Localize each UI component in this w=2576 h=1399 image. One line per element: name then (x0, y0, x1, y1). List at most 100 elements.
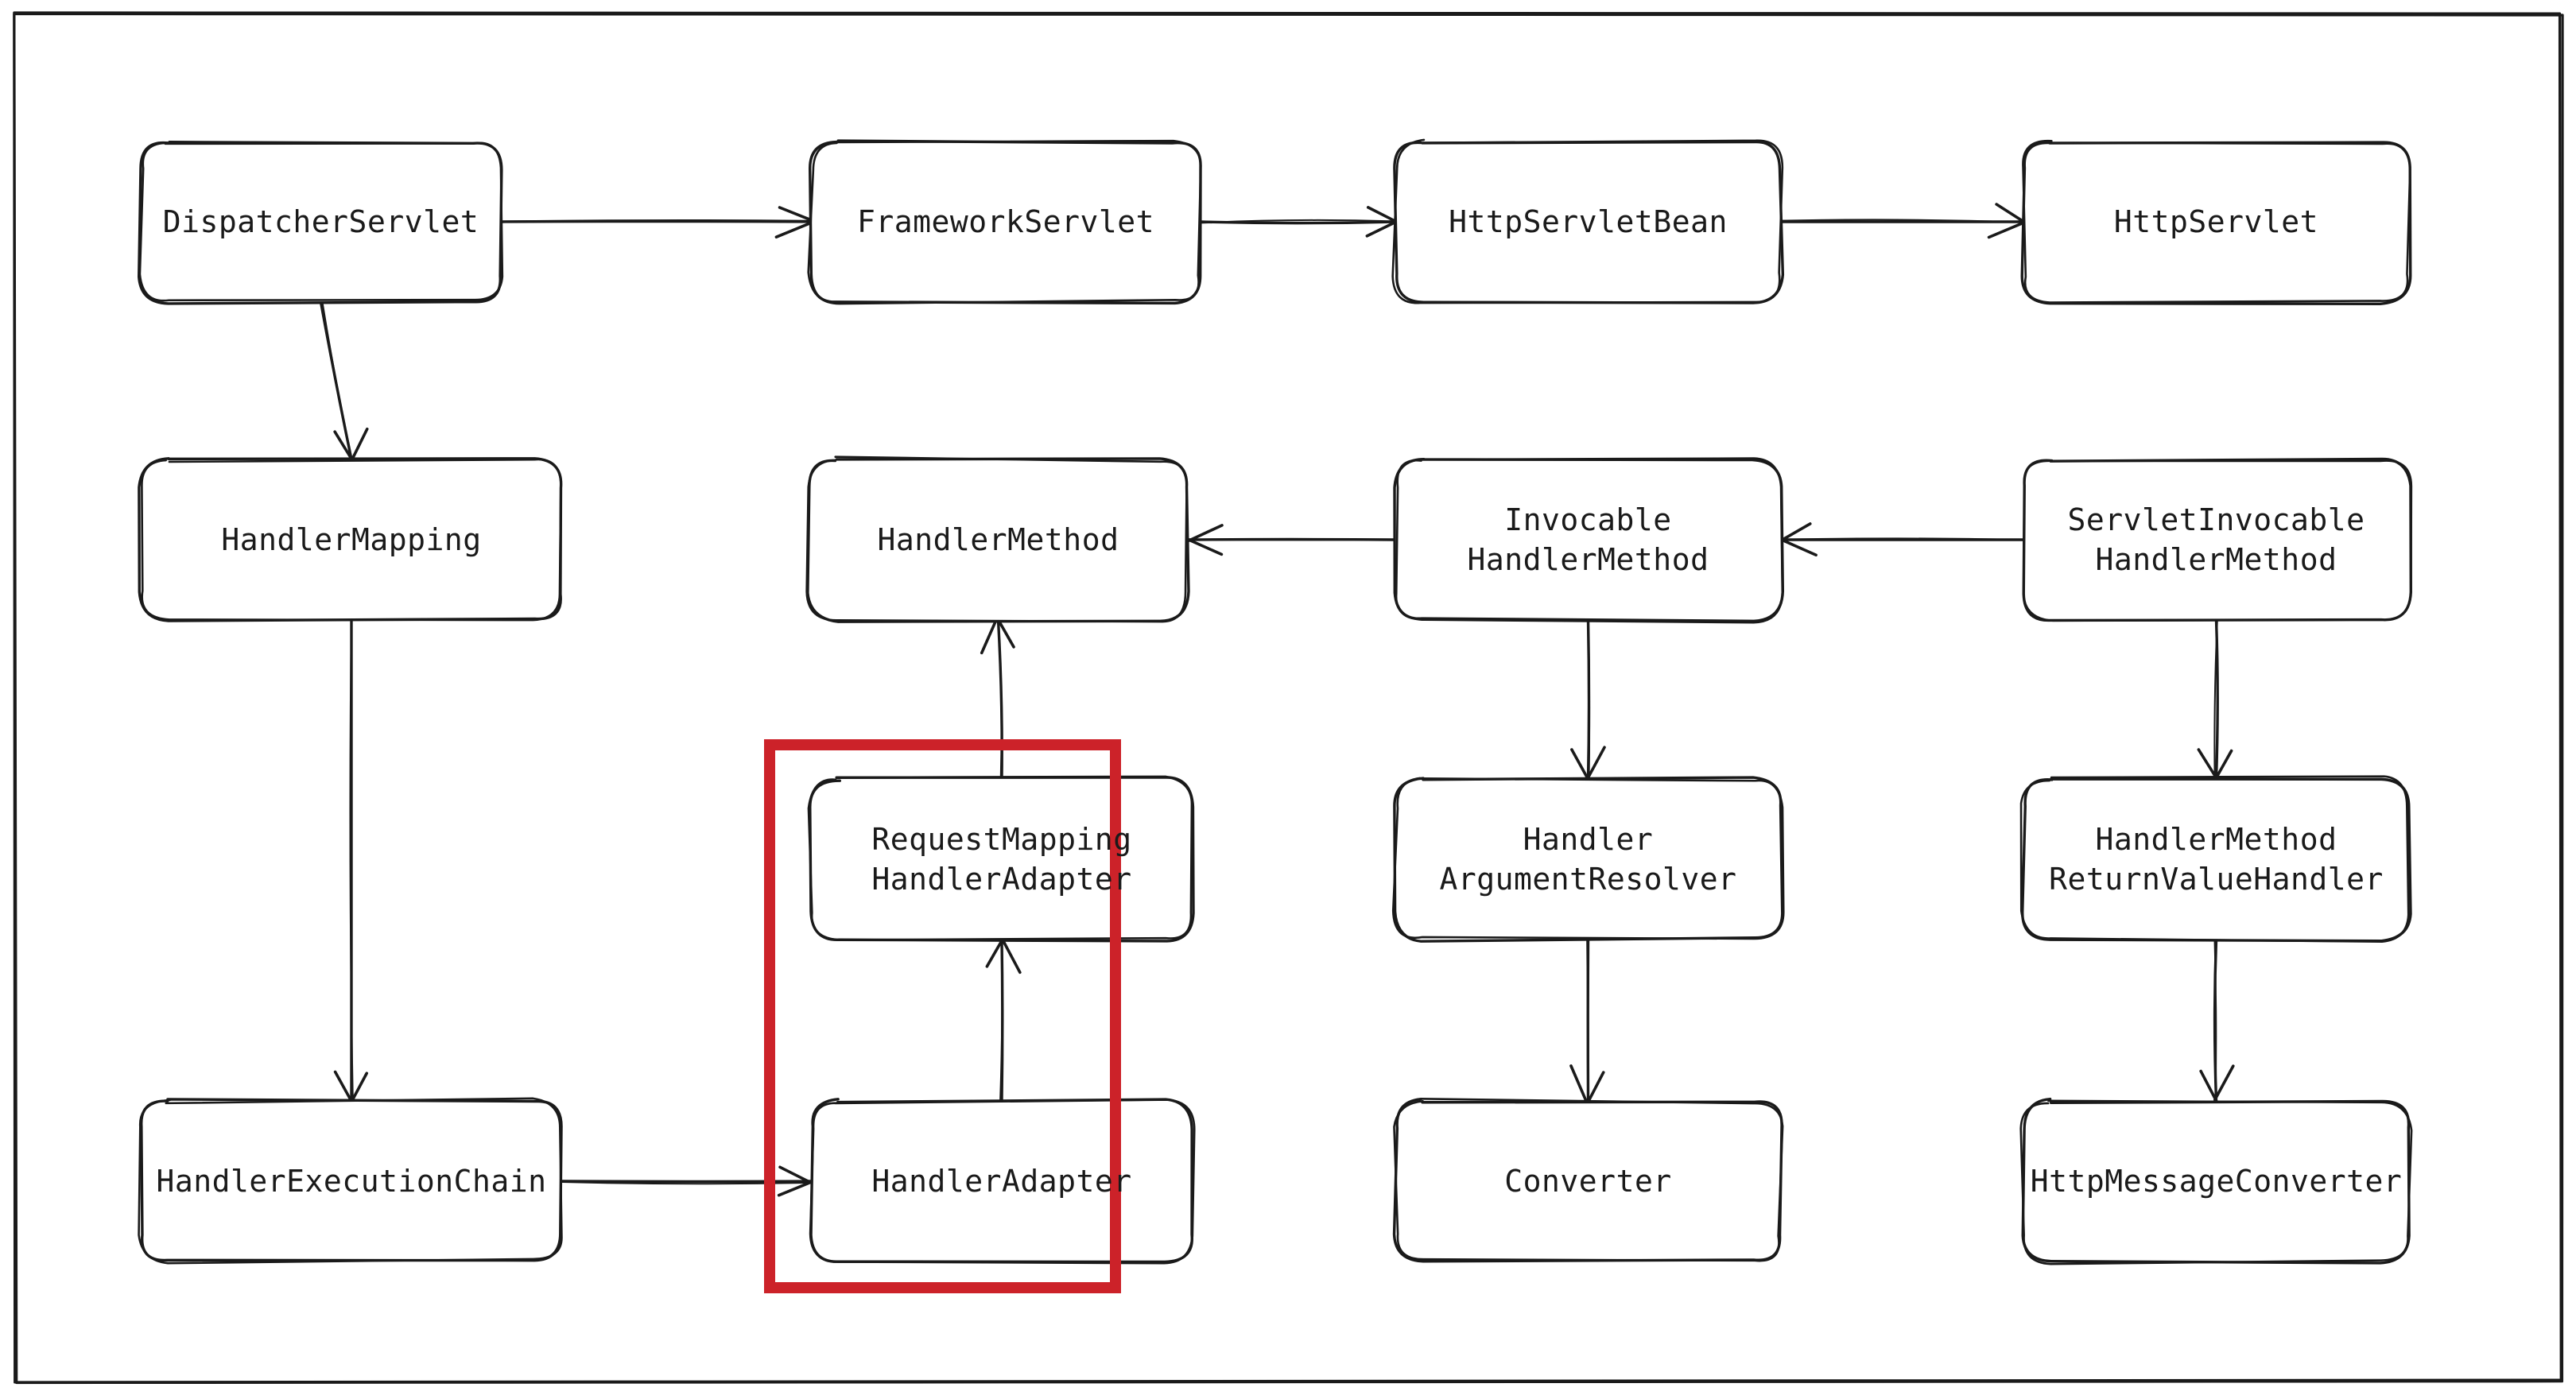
edge-e2 (1199, 206, 1397, 238)
node-invocable-handler-method[interactable] (1393, 457, 1785, 624)
node-outline (806, 457, 1190, 623)
node-outline (809, 776, 1195, 943)
node-http-servlet[interactable] (2020, 139, 2412, 305)
arrow-head-stroke (1570, 748, 1590, 781)
node-outline (1392, 1097, 1783, 1263)
arrow-head-stroke (1366, 206, 1397, 223)
arrow-head-stroke (1586, 746, 1606, 780)
node-http-servlet-bean[interactable] (1391, 138, 1785, 304)
edge-line (321, 300, 353, 461)
edge-e12 (1569, 938, 1605, 1104)
edge-e11 (1570, 618, 1606, 781)
outer-frame-stroke (13, 12, 2564, 1385)
arrow-head-stroke (980, 617, 999, 655)
arrow-head-stroke (333, 1070, 353, 1103)
arrow-head-stroke (1186, 537, 1224, 556)
node-handler-adapter[interactable] (809, 1098, 1196, 1265)
node-outline (809, 1098, 1193, 1264)
node-outline-sketch (807, 139, 1202, 305)
highlight-layer (764, 739, 1121, 1293)
edge-line (997, 619, 1003, 781)
handler-adapter-highlight[interactable] (764, 739, 1121, 1293)
arrow-head-stroke (333, 430, 354, 461)
node-outline-sketch (805, 455, 1189, 623)
edge-line (1780, 537, 2024, 541)
node-outline-sketch (1393, 1098, 1784, 1262)
node-framework-servlet[interactable] (807, 139, 1202, 305)
edge-line (561, 1181, 811, 1185)
node-handler-method-return-value-handler[interactable] (2019, 775, 2412, 944)
arrow-head-stroke (1586, 1071, 1605, 1104)
node-outline-sketch (2022, 139, 2411, 304)
arrow-head-stroke (351, 427, 369, 459)
arrow-head-stroke (777, 1180, 813, 1197)
node-outline-sketch (141, 458, 562, 622)
arrow-head-stroke (1995, 203, 2025, 223)
arrow-head-stroke (1185, 524, 1224, 543)
edge-e4 (319, 300, 369, 461)
arrow-head-stroke (774, 221, 813, 239)
node-converter[interactable] (1392, 1097, 1784, 1263)
arrow-head-stroke (2199, 1069, 2218, 1103)
arrow-head-stroke (2213, 1064, 2235, 1102)
node-outline (2021, 1097, 2411, 1265)
edge-e1 (499, 206, 814, 239)
node-outline-sketch (138, 141, 504, 302)
arrow-head-stroke (985, 939, 1003, 968)
node-servlet-invocable-handler-method[interactable] (2022, 457, 2413, 622)
edge-line (349, 618, 354, 1101)
edge-line (499, 219, 811, 223)
edge-e13 (2197, 618, 2233, 781)
edge-line (2213, 619, 2218, 781)
edge-e3 (1779, 203, 2025, 239)
arrow-head-stroke (778, 1165, 812, 1184)
arrow-head-stroke (1000, 937, 1022, 975)
edge-line (1187, 538, 1397, 541)
node-handler-execution-chain[interactable] (138, 1097, 563, 1265)
node-outline (2022, 457, 2412, 622)
edge-e5 (333, 618, 369, 1103)
node-request-mapping-handler-adapter[interactable] (807, 775, 1195, 943)
node-dispatcher-servlet[interactable] (138, 141, 504, 305)
arrow-head-stroke (2197, 748, 2219, 781)
node-outline-sketch (138, 1097, 563, 1265)
edge-layer (319, 203, 2235, 1197)
arrow-head-stroke (2214, 749, 2233, 780)
outer-frame (13, 11, 2564, 1385)
node-handler-mapping[interactable] (138, 457, 563, 622)
edge-e10 (1779, 522, 2025, 557)
arrow-head-stroke (350, 1072, 369, 1103)
edge-line (1200, 219, 1395, 224)
node-outline-sketch (809, 1099, 1196, 1265)
edge-e8 (980, 617, 1015, 781)
node-outline-sketch (2022, 459, 2413, 622)
node-handler-argument-resolver[interactable] (1391, 776, 1785, 943)
node-outline (138, 141, 503, 305)
edge-line (1780, 219, 2023, 223)
node-outline-sketch (2019, 1099, 2413, 1265)
node-outline (2020, 141, 2412, 305)
edge-line (1586, 620, 1591, 781)
node-outline-sketch (1395, 457, 1784, 624)
arrow-head-stroke (778, 206, 814, 223)
arrow-head-stroke (1365, 221, 1396, 238)
node-outline (2021, 777, 2412, 943)
node-outline (808, 139, 1202, 305)
edge-e7 (985, 937, 1022, 1103)
node-outline (1393, 776, 1784, 943)
node-outline-sketch (1391, 777, 1785, 940)
node-http-message-converter[interactable] (2019, 1097, 2413, 1265)
node-outline-sketch (2019, 775, 2410, 944)
node-layer (138, 138, 2413, 1265)
node-outline (138, 457, 563, 622)
edge-line (999, 940, 1003, 1102)
arrow-head-stroke (1779, 537, 1818, 557)
node-outline-sketch (807, 775, 1193, 941)
arrow-head-stroke (1987, 221, 2025, 239)
edge-e14 (2199, 938, 2235, 1103)
arrow-head-stroke (1780, 522, 1812, 541)
node-outline (140, 1098, 563, 1262)
node-handler-method[interactable] (805, 455, 1190, 623)
